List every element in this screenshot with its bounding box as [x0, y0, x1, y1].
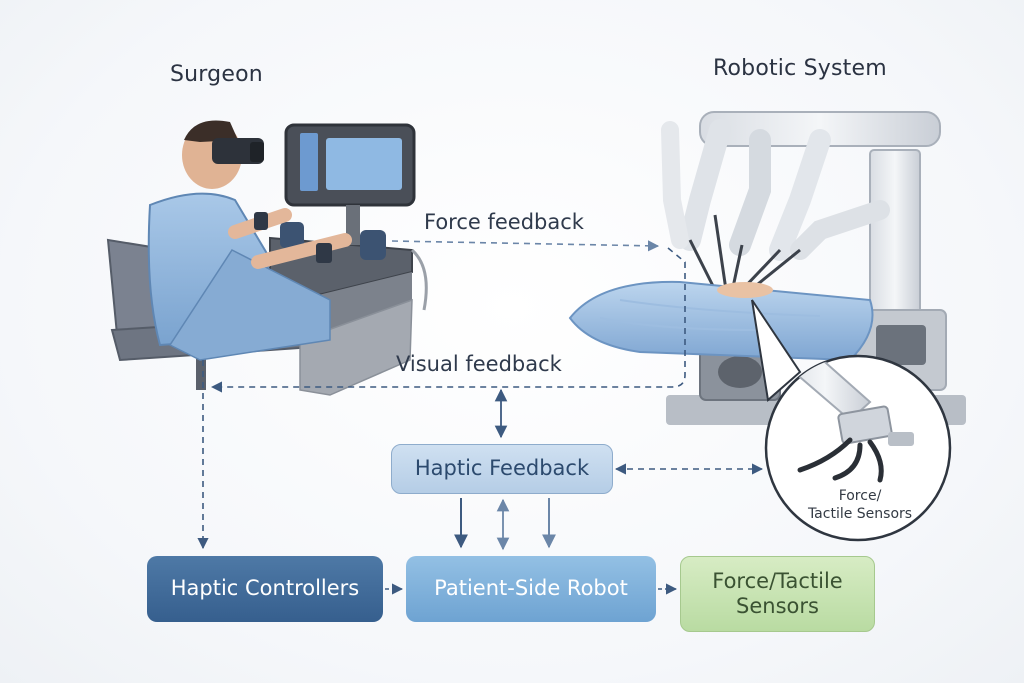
visual-feedback-label: Visual feedback — [396, 352, 562, 376]
force-tactile-sensors-label-line1: Force/Tactile — [712, 568, 843, 593]
patient-side-robot-label: Patient-Side Robot — [434, 576, 628, 601]
zoom-callout-label-line2: Tactile Sensors — [807, 505, 913, 522]
surgeon-console-illustration — [106, 120, 428, 396]
force-feedback-label: Force feedback — [424, 210, 584, 234]
connectors — [197, 240, 764, 595]
surgeon-title: Surgeon — [170, 62, 263, 87]
robotic-system-title: Robotic System — [713, 56, 887, 81]
force-feedback-arrow — [391, 240, 660, 252]
haptic-feedback-label: Haptic Feedback — [414, 456, 590, 481]
haptic-controllers-node: Haptic Controllers — [147, 556, 383, 622]
zoom-callout-label-line1: Force/ — [838, 488, 882, 504]
visual-feedback-arrow — [210, 247, 686, 393]
zoom-callout-label: Force/ Tactile Sensors — [790, 488, 930, 523]
force-tactile-sensors-label-line2: Sensors — [736, 594, 819, 618]
patient-side-robot-node: Patient-Side Robot — [406, 556, 656, 622]
haptic-feedback-node: Haptic Feedback — [391, 444, 613, 494]
force-tactile-sensors-node: Force/Tactile Sensors — [680, 556, 875, 632]
haptic-controllers-label: Haptic Controllers — [170, 576, 360, 601]
